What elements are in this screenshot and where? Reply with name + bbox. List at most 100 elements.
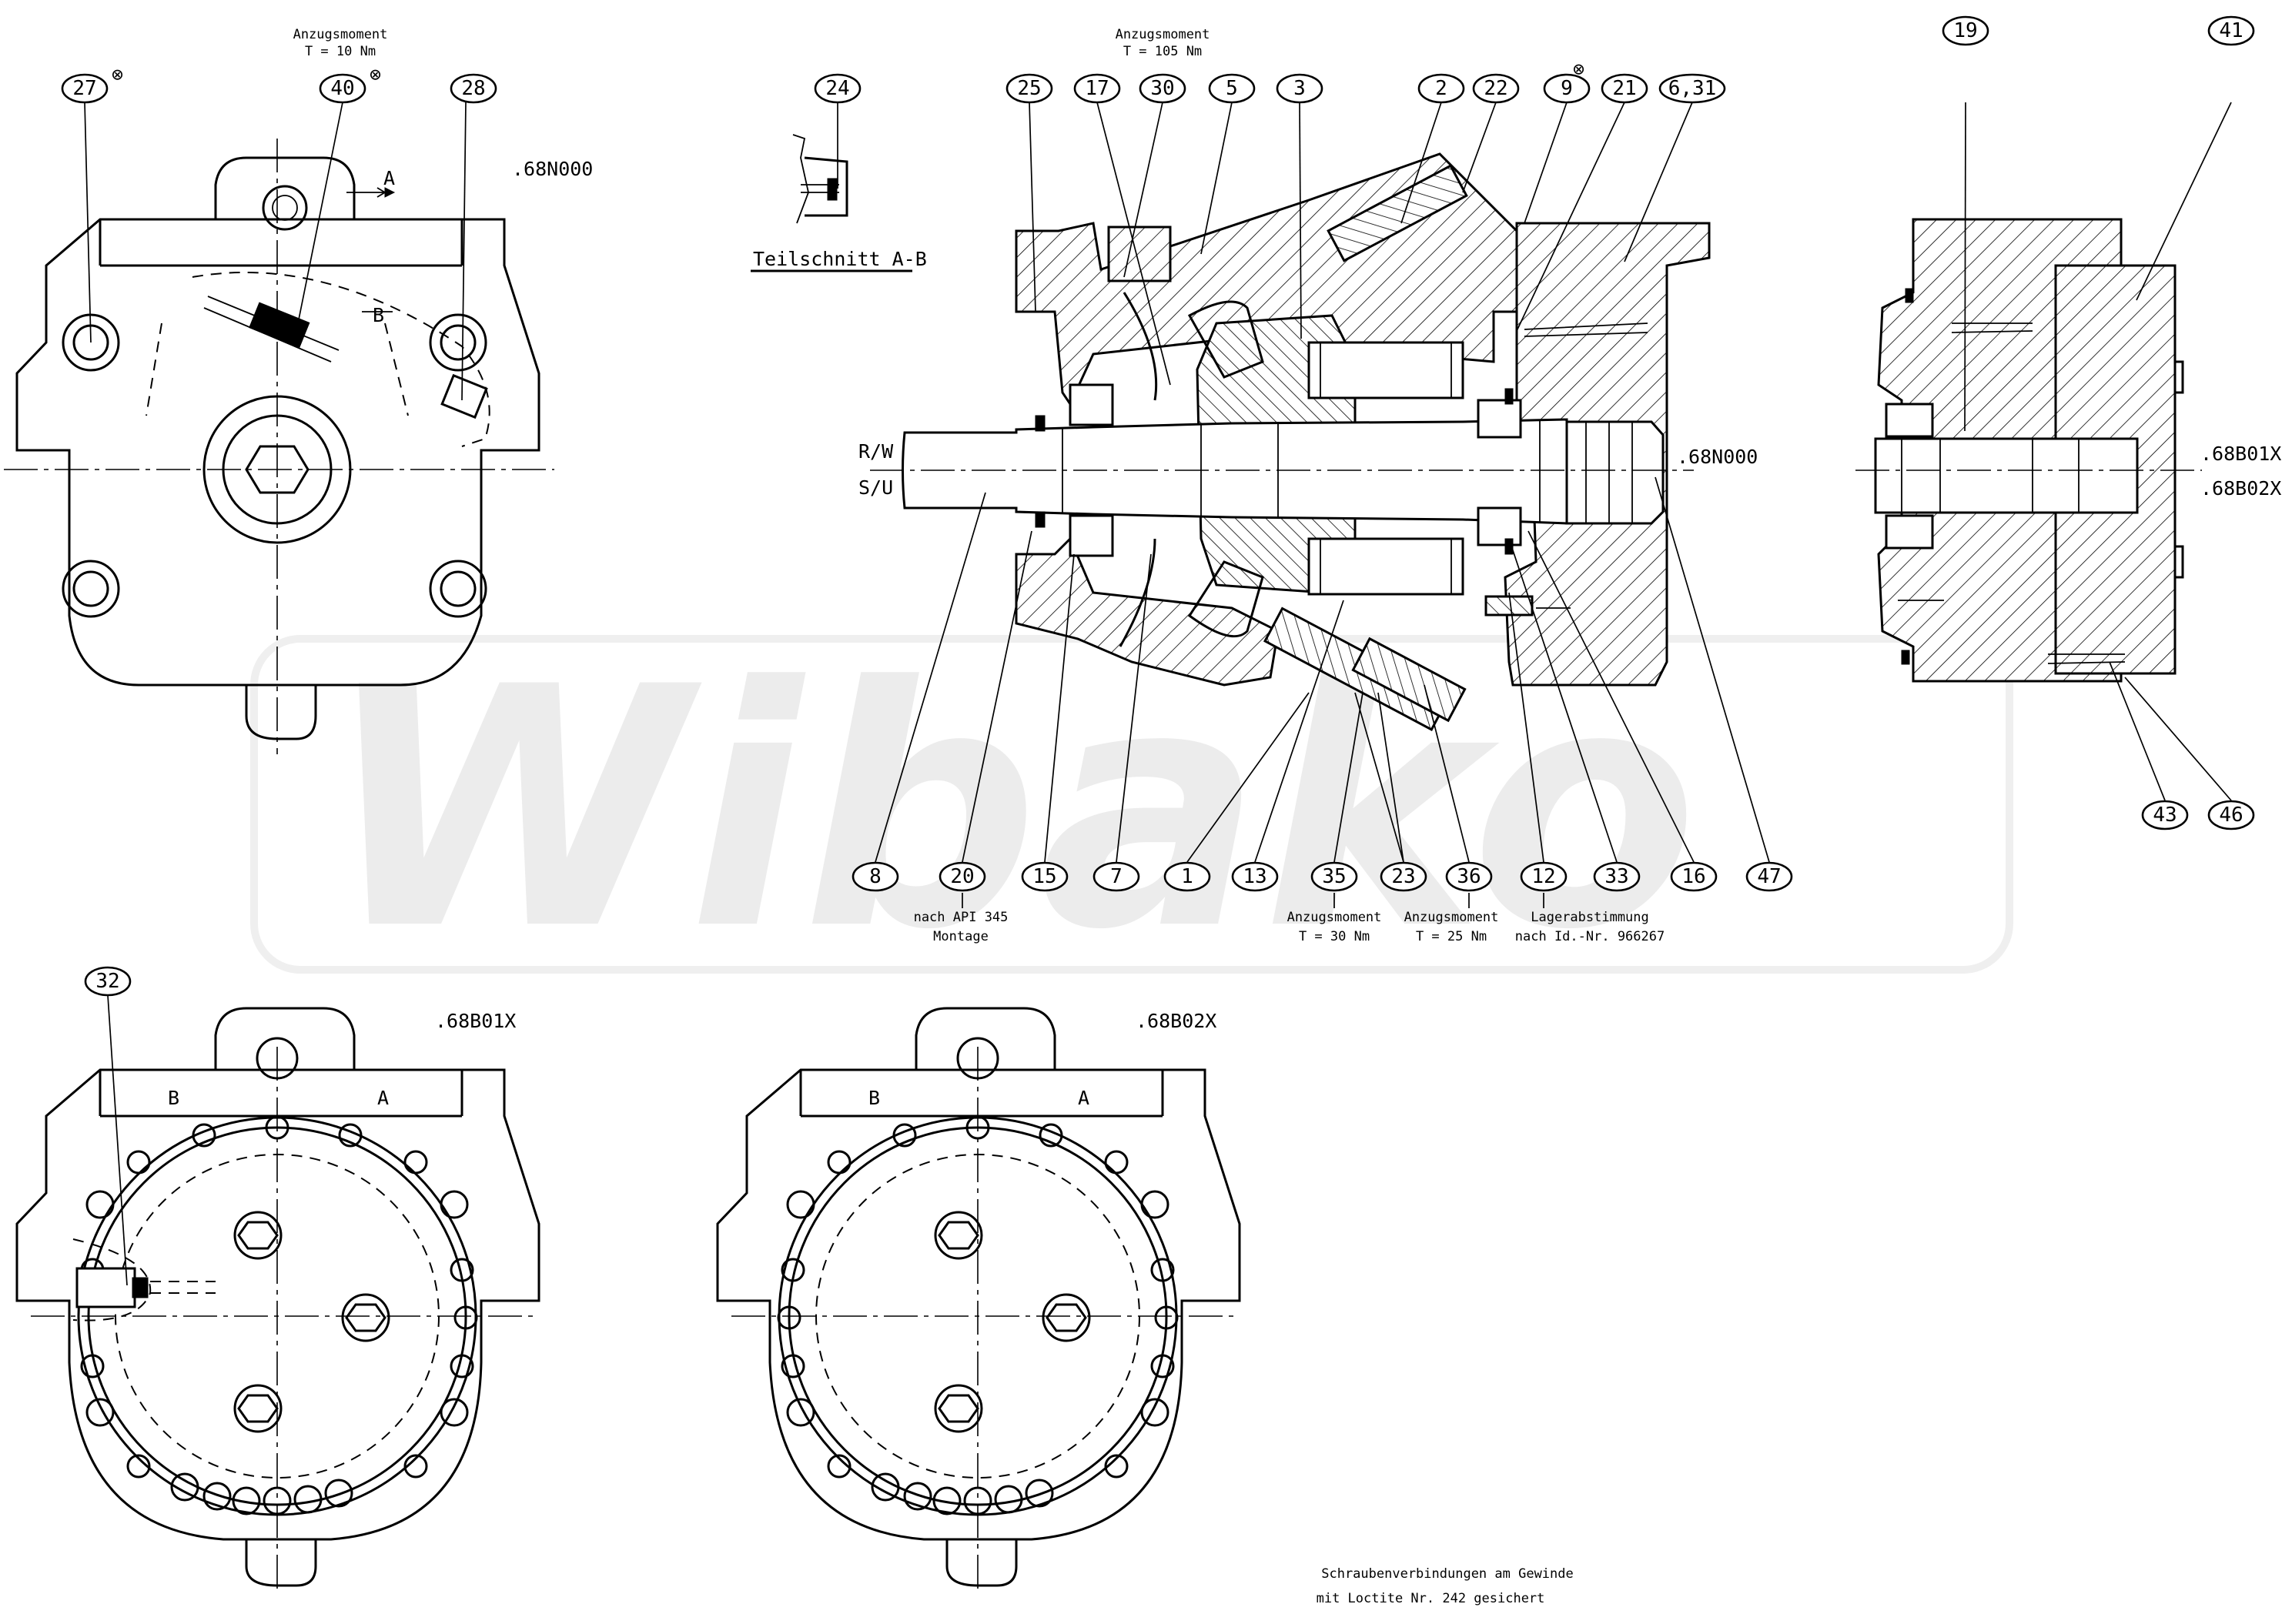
section-detail-a-b: Teilschnitt A-B <box>751 134 927 272</box>
note-bearing-line1: Lagerabstimmung <box>1531 910 1649 925</box>
part-bubble-20: 20 <box>939 861 986 892</box>
variant-label-front-top: .68N000 <box>512 158 593 180</box>
note-torque-35-line1: Anzugsmoment <box>1287 910 1382 925</box>
note-api-line2: Montage <box>933 929 989 944</box>
svg-text:27: 27 <box>72 77 96 100</box>
section-marker-a: A <box>383 167 395 189</box>
notes: Anzugsmoment T = 10 Nm Anzugsmoment T = … <box>293 27 1665 1606</box>
svg-text:22: 22 <box>1484 77 1507 100</box>
part-bubble-5: 5 <box>1208 73 1256 104</box>
bottom-middle-view: B A .68B02X <box>716 1007 1241 1593</box>
section-marker-b: B <box>373 304 384 326</box>
svg-text:36: 36 <box>1457 865 1481 888</box>
port-label-b-left: B <box>168 1087 179 1109</box>
part-bubble-27: 27 <box>61 73 109 104</box>
sealant-cross-icon: ⊗ <box>112 63 123 85</box>
svg-text:9: 9 <box>1561 77 1573 100</box>
part-bubble-33: 33 <box>1593 861 1641 892</box>
svg-text:46: 46 <box>2219 804 2243 827</box>
part-bubble-3: 3 <box>1276 73 1323 104</box>
footer-note-line2: mit Loctite Nr. 242 gesichert <box>1317 1591 1545 1606</box>
svg-text:25: 25 <box>1017 77 1041 100</box>
svg-text:24: 24 <box>825 77 849 100</box>
part-bubble-40: 40 <box>319 73 366 104</box>
part-bubble-22: 22 <box>1472 73 1520 104</box>
part-bubble-6-31: 6,31 <box>1658 73 1726 104</box>
svg-text:8: 8 <box>869 865 882 888</box>
svg-text:35: 35 <box>1322 865 1346 888</box>
svg-text:15: 15 <box>1032 865 1056 888</box>
bolt-circle-bottom-left <box>170 1211 390 1515</box>
svg-text:47: 47 <box>1757 865 1781 888</box>
part-bubble-12: 12 <box>1520 861 1568 892</box>
svg-text:12: 12 <box>1531 865 1555 888</box>
bottom-left-view: B A .68B01X <box>15 1007 540 1593</box>
part-bubble-9: 9 <box>1543 73 1591 104</box>
port-label-a-middle: A <box>1078 1087 1089 1109</box>
part-bubble-16: 16 <box>1670 861 1718 892</box>
svg-text:17: 17 <box>1085 77 1109 100</box>
note-torque-36-line1: Anzugsmoment <box>1404 910 1499 925</box>
section-title: Teilschnitt A-B <box>753 248 927 270</box>
svg-text:33: 33 <box>1604 865 1628 888</box>
note-torque-35-line2: T = 30 Nm <box>1299 929 1370 944</box>
part-bubble-32: 32 <box>84 966 132 997</box>
port-label-a-left: A <box>377 1087 389 1109</box>
svg-text:43: 43 <box>2153 804 2177 827</box>
part-bubble-21: 21 <box>1601 73 1648 104</box>
part-bubble-47: 47 <box>1745 861 1793 892</box>
main-section-view: .68N000 R/W S/U <box>858 152 1758 731</box>
part-bubble-8: 8 <box>852 861 899 892</box>
variant-label-right-b01: .68B01X <box>2200 443 2281 465</box>
part-bubbles: 27 40 28 24 25 17 30 5 3 2 22 9 21 6,31 … <box>61 15 2255 997</box>
svg-text:13: 13 <box>1243 865 1266 888</box>
rotation-label-su: S/U <box>858 476 893 499</box>
svg-text:3: 3 <box>1293 77 1306 100</box>
svg-text:19: 19 <box>1953 19 1977 42</box>
footer-note-line1: Schraubenverbindungen am Gewinde <box>1321 1566 1574 1582</box>
part-bubble-30: 30 <box>1139 73 1186 104</box>
note-torque-30-line1: Anzugsmoment <box>1116 27 1210 42</box>
rotation-label-rw: R/W <box>858 440 894 463</box>
svg-text:23: 23 <box>1391 865 1415 888</box>
right-side-section: .68B01X .68B02X <box>1855 218 2281 683</box>
svg-text:5: 5 <box>1226 77 1238 100</box>
note-bearing-line2: nach Id.-Nr. 966267 <box>1515 929 1665 944</box>
sealant-cross-icon: ⊗ <box>1573 58 1584 80</box>
svg-text:41: 41 <box>2219 19 2243 42</box>
note-torque-30-line2: T = 105 Nm <box>1123 44 1202 59</box>
note-torque-40-line1: Anzugsmoment <box>293 27 388 42</box>
svg-text:30: 30 <box>1150 77 1174 100</box>
part-bubble-24: 24 <box>814 73 862 104</box>
svg-text:21: 21 <box>1612 77 1636 100</box>
front-view-top-left: A B .68N000 <box>4 139 593 754</box>
port-label-b-middle: B <box>868 1087 880 1109</box>
part-bubble-23: 23 <box>1380 861 1427 892</box>
variant-label-shaft-end: .68N000 <box>1677 446 1758 468</box>
part-bubble-28: 28 <box>450 73 497 104</box>
note-torque-40-line2: T = 10 Nm <box>305 44 376 59</box>
sealant-cross-icon: ⊗ <box>370 63 381 85</box>
svg-text:40: 40 <box>330 77 354 100</box>
variant-label-bottom-middle: .68B02X <box>1136 1010 1216 1032</box>
part-bubble-36: 36 <box>1445 861 1493 892</box>
part-bubble-2: 2 <box>1417 73 1465 104</box>
svg-text:6,31: 6,31 <box>1668 77 1717 100</box>
part-bubble-13: 13 <box>1231 861 1279 892</box>
svg-text:28: 28 <box>461 77 485 100</box>
part-bubble-41: 41 <box>2207 15 2255 46</box>
part-bubble-17: 17 <box>1073 73 1121 104</box>
part-bubble-35: 35 <box>1310 861 1358 892</box>
part-bubble-7: 7 <box>1092 861 1140 892</box>
sealant-marks: ⊗ ⊗ ⊗ <box>112 58 1584 85</box>
note-torque-36-line2: T = 25 Nm <box>1416 929 1487 944</box>
svg-text:1: 1 <box>1181 865 1193 888</box>
svg-text:32: 32 <box>95 970 119 993</box>
svg-text:7: 7 <box>1110 865 1123 888</box>
part-bubble-25: 25 <box>1005 73 1053 104</box>
part-bubble-43: 43 <box>2141 800 2189 830</box>
part-bubble-1: 1 <box>1163 861 1211 892</box>
watermark: Wibako <box>323 617 1698 1002</box>
svg-text:20: 20 <box>950 865 974 888</box>
